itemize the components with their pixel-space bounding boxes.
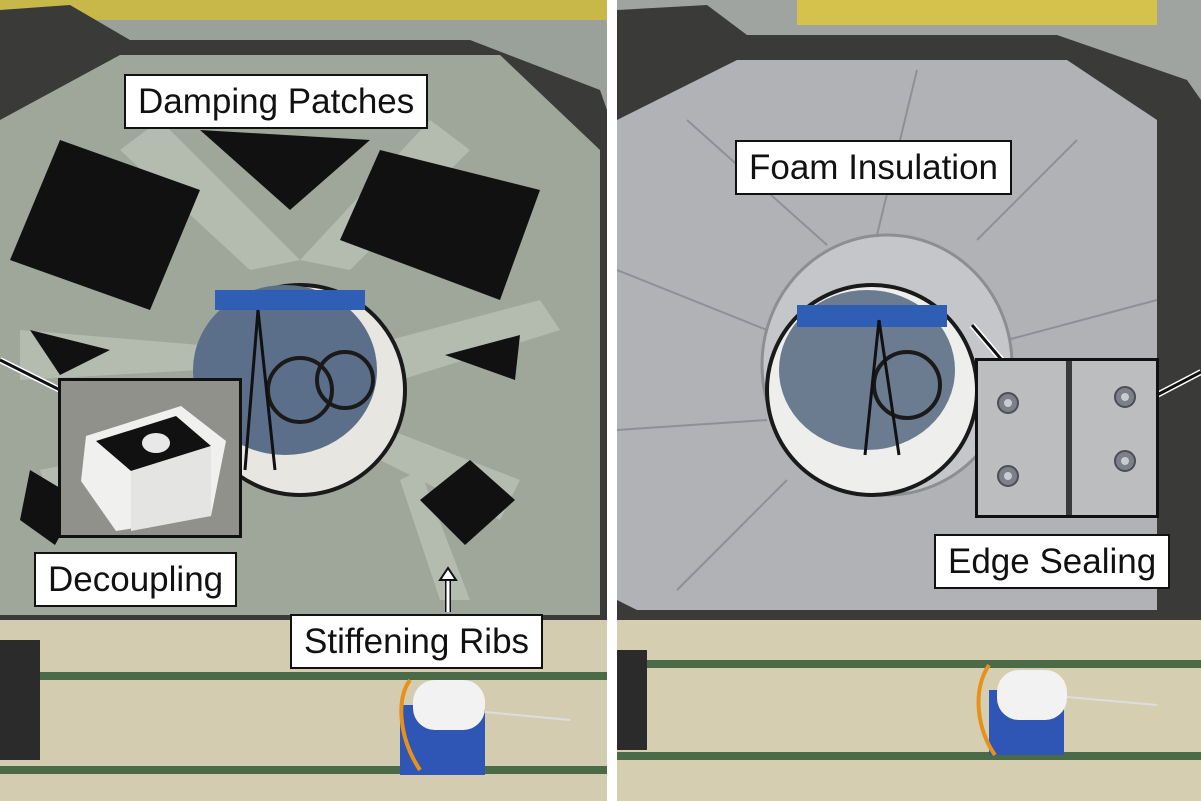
- floor-rail: [617, 660, 1201, 668]
- duct-view-blue-beam: [797, 305, 947, 327]
- left-annotation-lines: [0, 357, 458, 612]
- foam-insulation-label: Foam Insulation: [735, 140, 1013, 195]
- floor-rail: [0, 672, 607, 680]
- duct-view-blue-beam: [215, 290, 365, 310]
- shaker-cable: [976, 663, 997, 757]
- tripod-leg: [877, 319, 901, 456]
- shaker-cylinder: [413, 680, 485, 730]
- decoupling-element-image: [61, 381, 239, 535]
- edge-sealing-image: [978, 361, 1156, 515]
- tripod-leg: [256, 309, 277, 471]
- edge-sealing-label: Edge Sealing: [934, 534, 1171, 589]
- damping-patches: [10, 130, 540, 545]
- right-photo-panel: Foam Insulation Edge Sealing: [617, 0, 1201, 801]
- frame-foot: [617, 650, 647, 750]
- tripod-leg: [863, 319, 881, 456]
- floor: [617, 610, 1201, 801]
- floor-rail: [617, 752, 1201, 760]
- stinger-rod: [1066, 696, 1158, 706]
- left-photo-panel: Damping Patches Decoupling Stiffening Ri…: [0, 0, 607, 801]
- decoupling-inset-photo: [58, 378, 242, 538]
- floor-rail: [0, 766, 607, 774]
- stinger-rod: [484, 711, 571, 721]
- edge-sealing-inset-photo: [975, 358, 1159, 518]
- tripod-leg: [243, 309, 260, 471]
- frame-foot: [0, 640, 40, 760]
- bicycle-wheel: [872, 350, 942, 420]
- decoupling-label: Decoupling: [34, 552, 238, 607]
- foam-seams: [617, 69, 1158, 591]
- stiffening-ribs-label: Stiffening Ribs: [290, 614, 544, 669]
- crane-beam: [797, 0, 1157, 25]
- duct-view: [779, 290, 955, 450]
- damping-patches-label: Damping Patches: [124, 74, 429, 129]
- crane-beam: [0, 0, 607, 20]
- bicycle-wheel: [315, 350, 375, 410]
- shaker-cable: [399, 678, 422, 772]
- shaker-cylinder: [997, 670, 1067, 720]
